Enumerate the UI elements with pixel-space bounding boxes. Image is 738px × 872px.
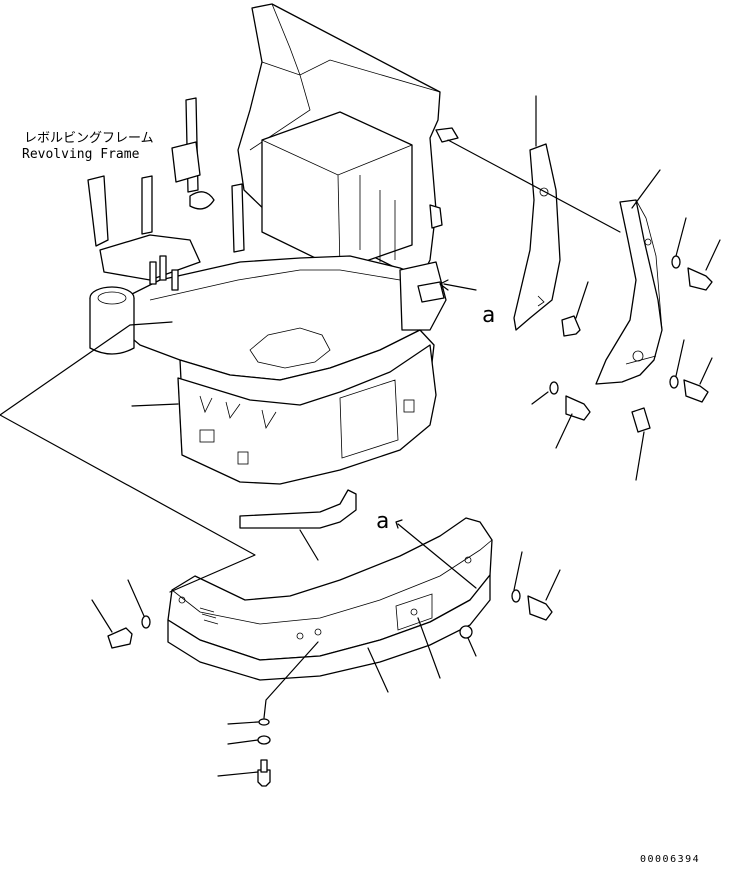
counterweight (167, 517, 493, 681)
frame-label-jp: レボルビングフレーム (24, 131, 154, 146)
view-arrow-label-2: a (376, 509, 389, 534)
right-side-cover (595, 199, 663, 385)
bolts-and-washers (107, 255, 713, 787)
cover-bracket (561, 315, 581, 337)
drawing-number: 00006394 (640, 854, 700, 865)
view-arrow-label-1: a (482, 303, 495, 328)
inner-counterweight (177, 344, 437, 485)
revolving-frame (87, 3, 459, 426)
leader-lines (0, 95, 721, 777)
frame-label-en: Revolving Frame (22, 147, 140, 162)
left-side-cover (513, 143, 561, 331)
rubber-block (631, 407, 651, 433)
guard-plate (239, 489, 357, 529)
